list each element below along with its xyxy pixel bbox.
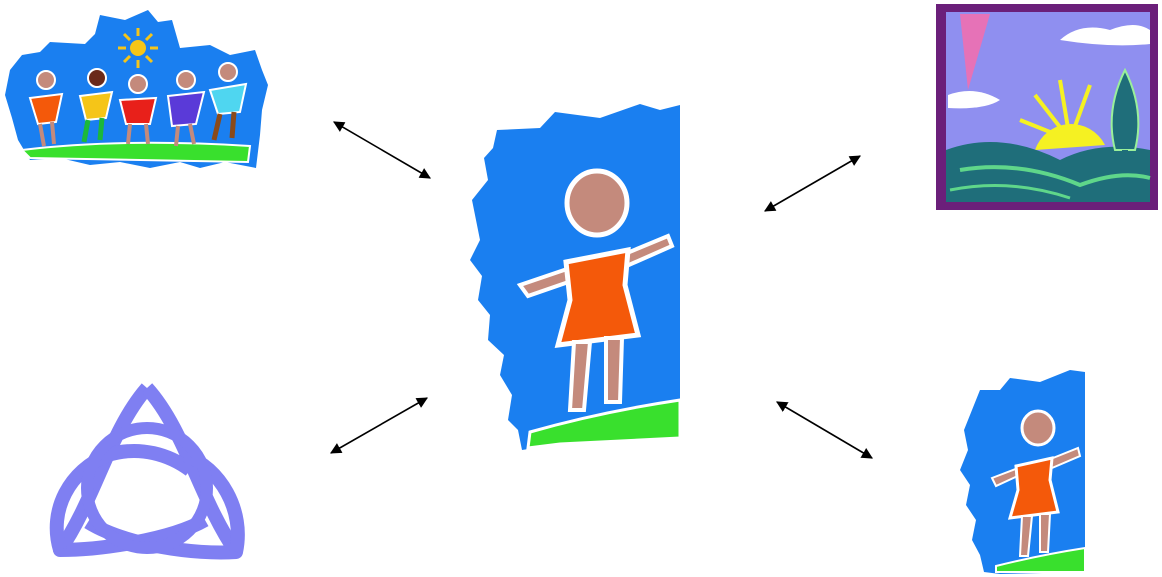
connector-top-right xyxy=(765,156,860,211)
connector-top-left xyxy=(334,122,430,178)
connector-bottom-right xyxy=(777,402,872,458)
landscape-sunrise-icon xyxy=(936,4,1158,210)
children-group-icon xyxy=(5,10,268,168)
connector-bottom-left xyxy=(331,398,427,453)
central-child-figure-icon xyxy=(470,104,680,450)
small-child-figure-icon xyxy=(960,370,1085,574)
trinity-knot-icon xyxy=(57,388,238,553)
